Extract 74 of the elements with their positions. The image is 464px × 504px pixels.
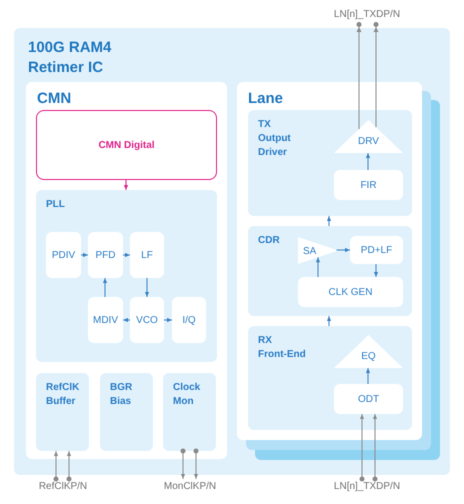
arrow <box>144 278 150 298</box>
arrow <box>316 256 320 278</box>
signal-line <box>374 22 378 128</box>
arrow <box>366 368 370 384</box>
arrow <box>122 252 130 258</box>
block-heading: RX Front-End <box>258 334 307 362</box>
block-heading: CMN <box>37 89 72 109</box>
block-label: I/Q <box>182 314 196 328</box>
arrow <box>326 216 332 226</box>
module-panel <box>26 82 227 459</box>
arrow <box>80 252 88 258</box>
subsystem-box <box>100 373 153 451</box>
amplifier-triangle <box>334 335 403 368</box>
arrow <box>122 318 130 322</box>
signal-line <box>360 414 364 482</box>
signal-line <box>356 22 362 130</box>
amplifier-triangle <box>298 237 338 264</box>
block-heading: CDR <box>258 234 280 248</box>
block-heading: TX Output Driver <box>258 118 292 160</box>
block-heading: Clock Mon <box>173 381 202 409</box>
block-heading: RefClK Buffer <box>46 381 80 409</box>
subsystem-box <box>163 373 216 451</box>
block-label: FIR <box>360 178 377 192</box>
module-panel <box>237 82 422 440</box>
subsystem-box <box>248 326 412 430</box>
process-box <box>334 170 403 200</box>
process-box <box>350 236 403 264</box>
pin-label: RefClKP/N <box>38 480 88 494</box>
block-label: SA <box>303 245 316 259</box>
subsystem-box <box>36 373 89 451</box>
process-box <box>88 297 123 343</box>
process-box <box>172 297 206 343</box>
block-heading: 100G RAM4 Retimer IC <box>28 38 112 78</box>
signal-line <box>372 414 378 482</box>
block-label: EQ <box>360 350 377 364</box>
process-box <box>298 277 403 307</box>
arrow <box>326 316 332 326</box>
block-label: CMN Digital <box>98 138 155 152</box>
block-label: ODT <box>358 392 380 406</box>
block-label: DRV <box>357 135 380 149</box>
pin-label: LN[n]_TXDP/N <box>332 8 402 22</box>
block-label: PFD <box>96 248 116 262</box>
block-heading: Lane <box>248 89 284 109</box>
chip-block <box>14 28 450 475</box>
digital-block <box>36 110 217 180</box>
signal-line <box>194 448 198 480</box>
block-label: MDIV <box>93 314 118 328</box>
pin-label: MonClKP/N <box>162 480 218 494</box>
arrow <box>336 248 350 252</box>
signal-line <box>66 450 72 482</box>
amplifier-triangle <box>334 120 403 153</box>
arrow <box>374 264 378 278</box>
block-label: CLK GEN <box>328 286 372 300</box>
arrow <box>164 318 172 322</box>
signal-line <box>54 450 58 482</box>
signal-line <box>180 448 186 480</box>
process-box <box>46 232 81 278</box>
block-label: PD+LF <box>360 244 392 258</box>
subsystem-box <box>248 110 412 216</box>
subsystem-box <box>248 226 412 316</box>
process-box <box>130 297 164 343</box>
arrow <box>102 278 108 298</box>
block-label: LF <box>141 248 153 262</box>
block-label: PDIV <box>52 248 76 262</box>
arrow <box>366 152 370 170</box>
process-box <box>334 384 403 414</box>
block-heading: BGR Bias <box>110 381 134 409</box>
block-heading: PLL <box>46 198 65 212</box>
arrow <box>124 180 128 190</box>
pin-label: LN[n]_TXDP/N <box>332 480 402 494</box>
process-box <box>130 232 164 278</box>
subsystem-box <box>36 190 217 362</box>
block-label: VCO <box>136 314 158 328</box>
process-box <box>88 232 123 278</box>
